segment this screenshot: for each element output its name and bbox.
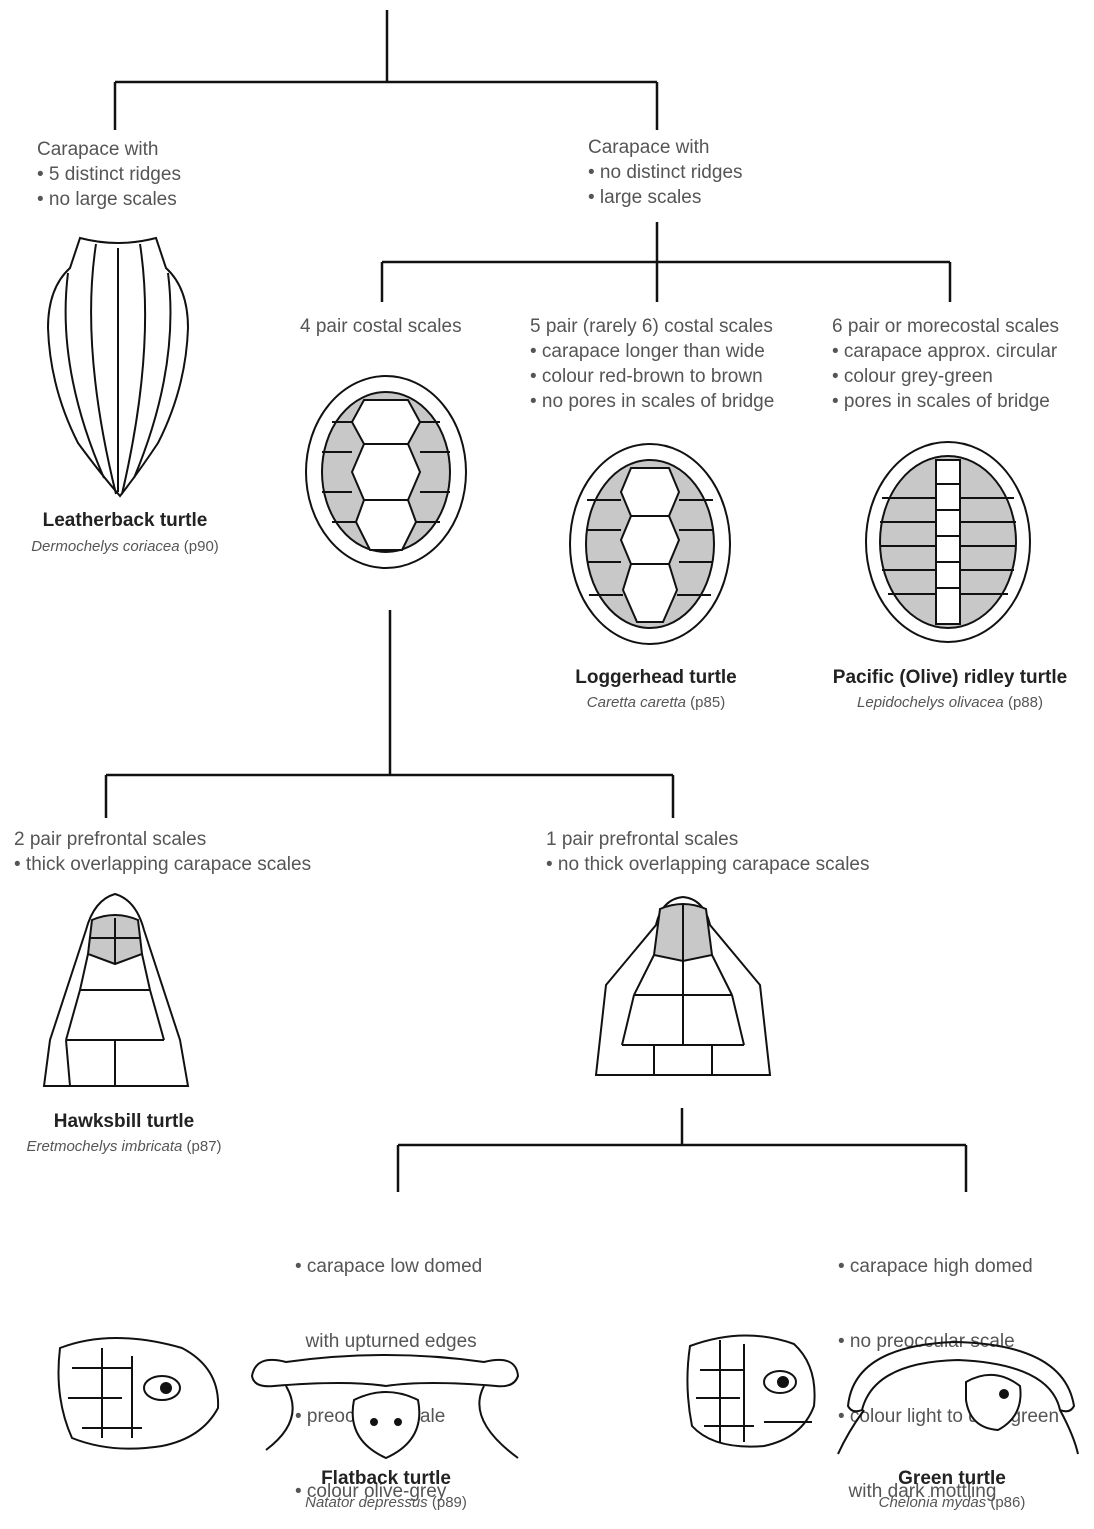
loggerhead-carapace-illustration xyxy=(565,440,735,648)
criteria-6-costal: 6 pair or morecostal scales • carapace a… xyxy=(832,314,1059,414)
criteria-line: 1 pair prefrontal scales xyxy=(546,827,870,852)
hawksbill-head-illustration xyxy=(40,890,190,1090)
criteria-line: • no large scales xyxy=(37,187,181,212)
scientific-name: Dermochelys coriacea xyxy=(31,538,179,555)
criteria-line: 6 pair or morecostal scales xyxy=(832,314,1059,339)
page-ref: (p87) xyxy=(187,1138,222,1155)
criteria-line: • carapace approx. circular xyxy=(832,339,1059,364)
flatback-body-illustration xyxy=(246,1340,524,1462)
green-head-side-illustration xyxy=(684,1326,822,1450)
criteria-4-costal: 4 pair costal scales xyxy=(300,314,462,339)
criteria-line: 5 pair (rarely 6) costal scales xyxy=(530,314,774,339)
one-prefrontal-branch xyxy=(398,1108,966,1192)
criteria-line: • carapace high domed xyxy=(838,1254,1059,1279)
scientific-name: Caretta caretta xyxy=(587,694,686,711)
green-sci: Chelonia mydas (p86) xyxy=(840,1494,1064,1511)
scientific-name: Natator depressus xyxy=(305,1494,428,1511)
criteria-1-prefrontal: 1 pair prefrontal scales • no thick over… xyxy=(546,827,870,877)
criteria-ridges: Carapace with • 5 distinct ridges • no l… xyxy=(37,137,181,212)
criteria-line: • pores in scales of bridge xyxy=(832,389,1059,414)
leatherback-sci: Dermochelys coriacea (p90) xyxy=(0,538,250,555)
flatback-head-side-illustration xyxy=(52,1328,224,1458)
ridley-carapace-illustration xyxy=(862,438,1034,646)
criteria-line: • no distinct ridges xyxy=(588,160,743,185)
flatback-name: Flatback turtle xyxy=(270,1468,502,1490)
hawksbill-sci: Eretmochelys imbricata (p87) xyxy=(0,1138,248,1155)
criteria-line: • carapace longer than wide xyxy=(530,339,774,364)
criteria-line: • 5 distinct ridges xyxy=(37,162,181,187)
ridley-name: Pacific (Olive) ridley turtle xyxy=(816,667,1084,689)
criteria-line: • thick overlapping carapace scales xyxy=(14,852,311,877)
page-ref: (p90) xyxy=(184,538,219,555)
flatback-sci: Natator depressus (p89) xyxy=(270,1494,502,1511)
loggerhead-name: Loggerhead turtle xyxy=(540,667,772,689)
criteria-line: • colour red-brown to brown xyxy=(530,364,774,389)
scientific-name: Lepidochelys olivacea xyxy=(857,694,1004,711)
page-ref: (p85) xyxy=(690,694,725,711)
page-ref: (p88) xyxy=(1008,694,1043,711)
leatherback-carapace-illustration xyxy=(38,228,198,500)
hawksbill-name: Hawksbill turtle xyxy=(0,1111,248,1133)
criteria-2-prefrontal: 2 pair prefrontal scales • thick overlap… xyxy=(14,827,311,877)
criteria-line: Carapace with xyxy=(37,137,181,162)
criteria-line: • colour grey-green xyxy=(832,364,1059,389)
green-name: Green turtle xyxy=(840,1468,1064,1490)
scientific-name: Eretmochelys imbricata xyxy=(26,1138,182,1155)
one-prefrontal-head-illustration xyxy=(594,895,772,1079)
criteria-line: Carapace with xyxy=(588,135,743,160)
four-costal-carapace-illustration xyxy=(302,372,470,572)
criteria-5-costal: 5 pair (rarely 6) costal scales • carapa… xyxy=(530,314,774,414)
leatherback-name: Leatherback turtle xyxy=(0,510,250,532)
criteria-line: • large scales xyxy=(588,185,743,210)
scales-branch xyxy=(382,222,950,302)
ridley-sci: Lepidochelys olivacea (p88) xyxy=(816,694,1084,711)
root-branch xyxy=(115,10,657,130)
page-ref: (p89) xyxy=(432,1494,467,1511)
page-ref: (p86) xyxy=(990,1494,1025,1511)
green-body-illustration xyxy=(834,1336,1080,1458)
scientific-name: Chelonia mydas xyxy=(879,1494,987,1511)
criteria-no-ridges: Carapace with • no distinct ridges • lar… xyxy=(588,135,743,210)
criteria-line: • carapace low domed xyxy=(295,1254,482,1279)
criteria-line: • no thick overlapping carapace scales xyxy=(546,852,870,877)
criteria-line: • no pores in scales of bridge xyxy=(530,389,774,414)
criteria-line: 2 pair prefrontal scales xyxy=(14,827,311,852)
loggerhead-sci: Caretta caretta (p85) xyxy=(540,694,772,711)
criteria-line: 4 pair costal scales xyxy=(300,314,462,339)
